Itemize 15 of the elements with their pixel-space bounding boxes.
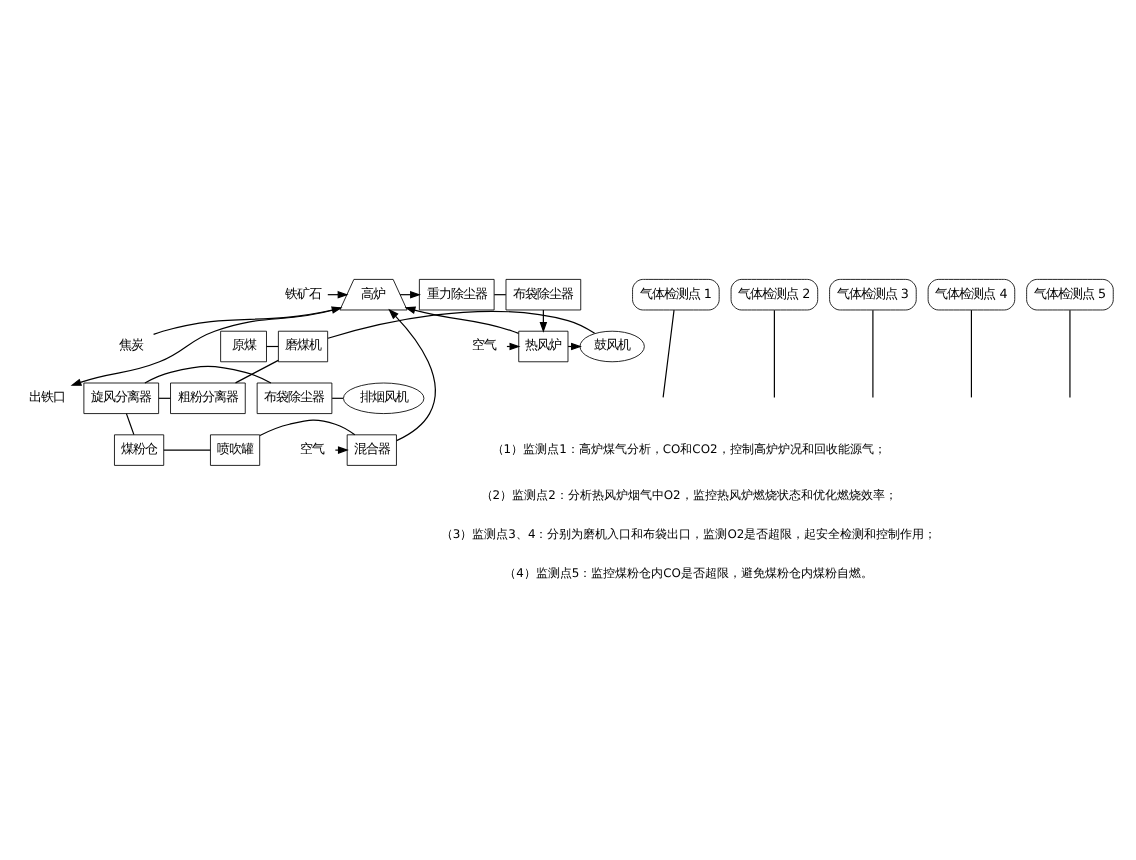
connector [1069, 308, 1071, 397]
connector [144, 364, 272, 383]
connector [872, 308, 874, 397]
connector [163, 448, 211, 450]
connector [662, 308, 675, 397]
connector [125, 412, 135, 435]
arrow [152, 305, 343, 334]
connector [234, 358, 279, 383]
arrow [404, 305, 520, 333]
connector [259, 418, 356, 435]
connector [773, 308, 775, 397]
arrow [388, 307, 436, 441]
arrow [334, 445, 349, 453]
arrow [70, 306, 342, 385]
connector [970, 308, 972, 397]
